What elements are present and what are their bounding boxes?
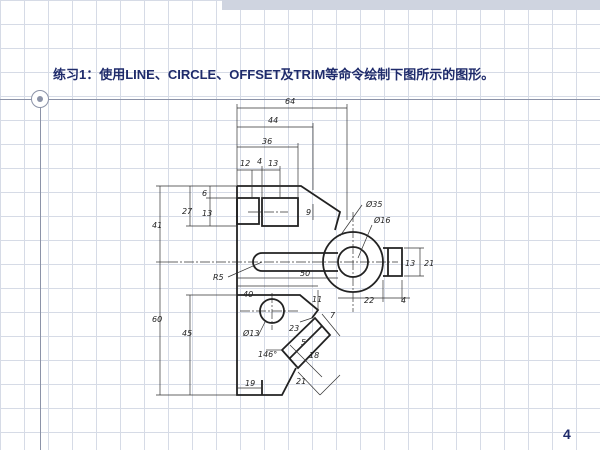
dimension-lines [156, 104, 424, 396]
dim-45: 45 [182, 329, 192, 338]
dim-6: 6 [202, 189, 207, 198]
dim-phi35: Ø35 [365, 199, 382, 209]
dim-19: 19 [245, 379, 255, 388]
dim-21: 21 [424, 259, 434, 268]
dim-11: 11 [312, 295, 322, 304]
dim-27: 27 [182, 207, 193, 216]
dim-4b: 4 [401, 296, 406, 305]
angled-feature-inner [289, 325, 323, 359]
dim-r5: R5 [213, 273, 224, 282]
dim-4a: 4 [257, 157, 262, 166]
dim-50: 50 [300, 269, 310, 278]
top-decor-bar [222, 0, 600, 10]
crosshair-icon [31, 90, 49, 108]
dim-60: 60 [152, 315, 162, 324]
dim-5: 5 [301, 338, 306, 347]
angled-feature [280, 316, 332, 370]
dim-44: 44 [268, 116, 278, 125]
dim-40: 40 [243, 290, 253, 299]
small-hole [259, 298, 285, 324]
divider-line [0, 99, 600, 100]
dim-13b: 13 [202, 209, 212, 218]
dim-7: 7 [330, 311, 336, 320]
dim-146: 146° [258, 350, 277, 359]
dim-13c: 13 [405, 259, 415, 268]
slot [252, 252, 338, 272]
bore-circle [337, 246, 369, 278]
dim-9: 9 [306, 208, 311, 217]
margin-line [40, 90, 41, 450]
dim-13a: 13 [268, 159, 278, 168]
dim-64: 64 [285, 97, 295, 106]
dim-12: 12 [240, 159, 250, 168]
page-number: 4 [563, 426, 571, 442]
right-tab [383, 247, 403, 277]
dim-22: 22 [364, 296, 374, 305]
dim-41: 41 [152, 221, 162, 230]
dim-36: 36 [262, 137, 272, 146]
slide-title: 练习1：使用LINE、CIRCLE、OFFSET及TRIM等命令绘制下图所示的图… [53, 67, 495, 82]
dim-23: 23 [289, 324, 299, 333]
dim-21b: 21 [296, 377, 306, 386]
dim-18: 18 [309, 351, 319, 360]
boss-circle [322, 231, 384, 293]
part-outline [236, 185, 342, 396]
pocket-left [236, 197, 260, 225]
dim-phi13: Ø13 [242, 328, 259, 338]
dim-phi16: Ø16 [373, 215, 390, 225]
